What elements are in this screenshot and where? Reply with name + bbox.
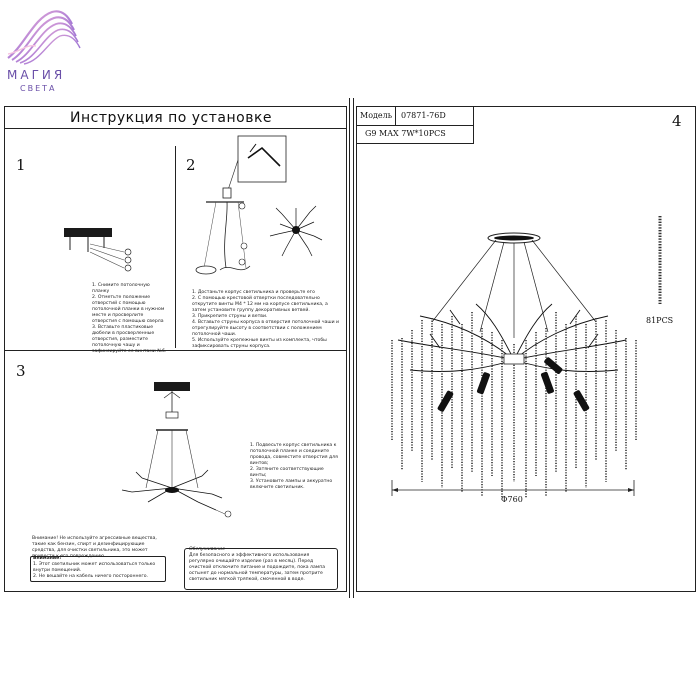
instructions-step-divider [175, 146, 176, 348]
spec-diameter: Φ760 [501, 495, 523, 504]
instructions-panel [4, 106, 347, 592]
panel-separator-left [349, 98, 350, 598]
spec-panel [356, 106, 696, 592]
chandelier-drawing [391, 232, 637, 498]
service-title: Обслуживание [189, 547, 226, 552]
spec-panel-number: 4 [672, 112, 682, 130]
safety-note-text: 1. Этот светильник может использоваться … [33, 562, 156, 579]
panel-separator-right [353, 98, 354, 598]
step-3-number: 3 [16, 362, 26, 380]
step-2-assembly-diagram [195, 135, 323, 275]
service-box: Обслуживание Для безопасного и эффективн… [184, 547, 338, 590]
safety-note-title: Внимание! [33, 556, 62, 561]
spec-table-vline [395, 107, 396, 125]
spec-pendant-count: 81PCS [646, 316, 674, 325]
spec-model-label: Модель [360, 111, 393, 120]
step-1-number: 1 [16, 156, 26, 174]
instructions-middle-rule [4, 350, 347, 351]
step-1-text: 1. Снимите потолочную планку 2. Отметьте… [92, 283, 167, 354]
logo-text-light: СВЕТА [20, 84, 57, 93]
instructions-title: Инструкция по установке [70, 110, 273, 126]
brand-logo: МАГИЯ СВЕТА [6, 6, 82, 94]
step-2-number: 2 [186, 156, 196, 174]
step-3-text: 1. Подвесьте корпус светильника к потоло… [250, 443, 338, 490]
safety-note-box: Внимание! 1. Этот светильник может испол… [30, 556, 166, 582]
spec-model-value: 07871-76D [401, 111, 446, 120]
instructions-title-rule [4, 128, 347, 129]
step-3-mounting-diagram [121, 382, 232, 518]
diameter-dimension-line [391, 480, 635, 496]
step-1-ceiling-plate-diagram [64, 228, 132, 272]
logo-wave-icon [7, 10, 81, 65]
spec-bulbs: G9 MAX 7W*10PCS [365, 129, 446, 138]
spec-table-hline [357, 125, 473, 126]
crystal-strand-icon [658, 216, 662, 304]
logo-text-magic: МАГИЯ [7, 68, 66, 82]
step-2-text: 1. Достаньте корпус светильника и провер… [192, 290, 340, 349]
service-text: Для безопасного и эффективного использов… [189, 553, 326, 582]
spec-table: Модель 07871-76D G9 MAX 7W*10PCS [356, 106, 474, 144]
